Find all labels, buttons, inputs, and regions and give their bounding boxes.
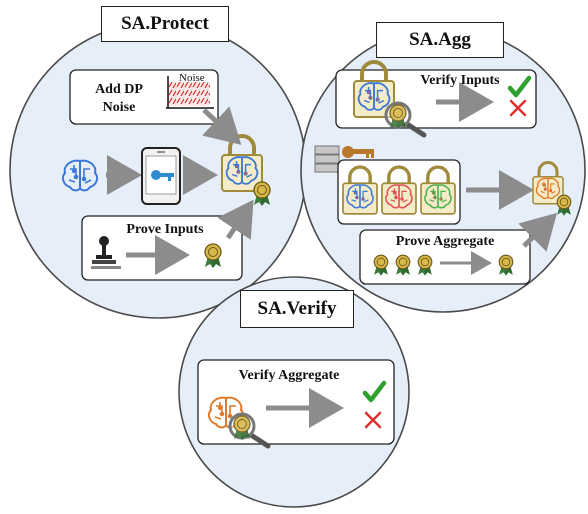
arrow-proof-to-lock xyxy=(217,199,254,240)
verify-aggregate-label: Verify Aggregate xyxy=(238,368,340,383)
medal-icon xyxy=(389,104,407,130)
stamp-icon xyxy=(91,236,121,269)
medal-icon xyxy=(373,254,389,277)
prove-aggregate-label: Prove Aggregate xyxy=(395,234,495,249)
noise-axis-label: Noise xyxy=(179,72,205,84)
medal-icon xyxy=(395,254,411,277)
arrow-noise-to-lock xyxy=(202,106,242,145)
medal-icon xyxy=(204,243,222,269)
prove-inputs-label: Prove Inputs xyxy=(126,222,204,237)
medal-icon xyxy=(556,194,572,217)
medal-icon xyxy=(253,181,271,207)
medal-icon xyxy=(417,254,433,277)
medal-icon xyxy=(233,415,251,441)
dp-noise-label-line1: Add DP xyxy=(95,82,143,97)
dp-noise-label-line2: Noise xyxy=(102,100,136,115)
protect-title: SA.Protect xyxy=(101,6,229,42)
arrow-proof-to-aggregate xyxy=(518,212,558,252)
device-key-icon xyxy=(141,147,181,205)
noise-plot xyxy=(166,76,214,109)
agg-title: SA.Agg xyxy=(376,22,504,58)
verify-inputs-label: Verify Inputs xyxy=(420,73,500,88)
medal-icon xyxy=(498,254,514,277)
verify-title: SA.Verify xyxy=(240,290,354,328)
